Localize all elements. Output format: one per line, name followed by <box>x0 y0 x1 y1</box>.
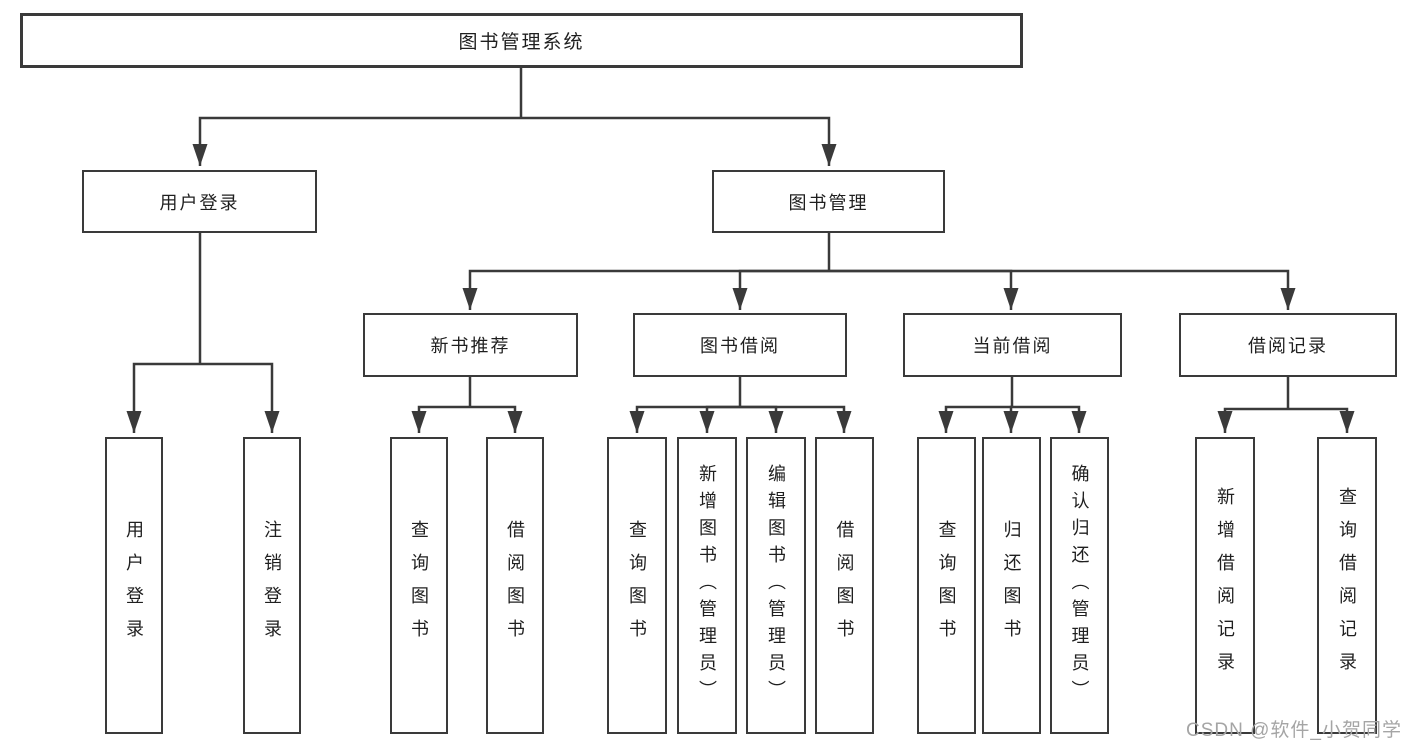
connector-userlogin-login <box>126 362 200 433</box>
connector-bookborrow-add <box>699 405 740 433</box>
leaf-records-add-record: 新增借阅记录 <box>1195 437 1255 734</box>
csdn-watermark: CSDN @软件_小贺同学 <box>1186 720 1402 741</box>
connector-bookmgmt-bookborrow <box>732 269 829 310</box>
leaf-borrow-add-books-admin: 新增图书（管理员） <box>677 437 737 734</box>
leaf-newbooks-query-books: 查询图书 <box>390 437 448 734</box>
leaf-records-query-record: 查询借阅记录 <box>1317 437 1377 734</box>
node-root-library-system: 图书管理系统 <box>20 13 1023 68</box>
connector-root-userlogin <box>192 116 521 166</box>
connector-root-bookmgmt <box>521 116 837 166</box>
connector-stems <box>198 68 1290 409</box>
leaf-user-login: 用户登录 <box>105 437 163 734</box>
connector-newbooks-borrow <box>470 405 523 433</box>
leaf-borrow-edit-books-admin: 编辑图书（管理员） <box>746 437 806 734</box>
connector-bookborrow-borrow <box>740 405 852 433</box>
leaf-current-confirm-return-admin: 确认归还（管理员） <box>1050 437 1109 734</box>
connector-newbooks-query <box>411 405 470 433</box>
connector-bookborrow-query <box>629 405 740 433</box>
node-book-borrow: 图书借阅 <box>633 313 847 377</box>
node-borrow-records: 借阅记录 <box>1179 313 1397 377</box>
node-current-borrow: 当前借阅 <box>903 313 1122 377</box>
node-book-management: 图书管理 <box>712 170 945 233</box>
connector-currentborrow-confirm <box>1012 405 1087 433</box>
connector-bookmgmt-borrowrecords <box>829 269 1296 310</box>
connector-userlogin-logout <box>200 362 280 433</box>
node-new-book-recommend: 新书推荐 <box>363 313 578 377</box>
connector-currentborrow-return <box>1003 405 1019 433</box>
connector-bookmgmt-newbooks <box>462 269 829 310</box>
leaf-current-query-books: 查询图书 <box>917 437 976 734</box>
connector-bookborrow-edit <box>740 405 784 433</box>
connector-currentborrow-query <box>938 405 1012 433</box>
leaf-borrow-borrow-books: 借阅图书 <box>815 437 874 734</box>
connector-bookmgmt-currentborrow <box>829 269 1019 310</box>
leaf-current-return-books: 归还图书 <box>982 437 1041 734</box>
leaf-newbooks-borrow-books: 借阅图书 <box>486 437 544 734</box>
leaf-borrow-query-books: 查询图书 <box>607 437 667 734</box>
leaf-logout: 注销登录 <box>243 437 301 734</box>
connector-borrowrecords-query <box>1288 407 1355 433</box>
node-user-login: 用户登录 <box>82 170 317 233</box>
connector-borrowrecords-add <box>1217 407 1288 433</box>
